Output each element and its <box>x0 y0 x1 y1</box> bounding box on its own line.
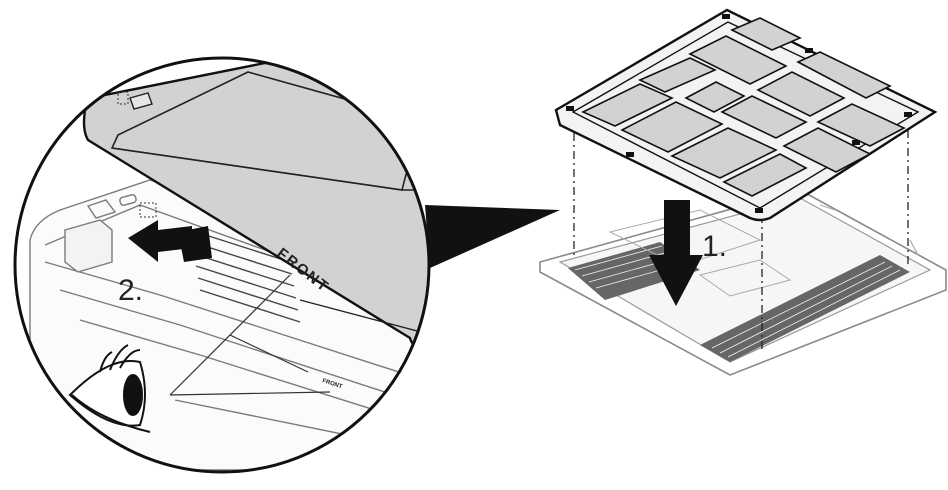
move-down-arrow-icon <box>649 200 703 306</box>
base-grille-right <box>700 255 910 362</box>
detail-base-slats <box>189 229 301 323</box>
assembly-view: 1. <box>539 8 947 376</box>
base-tray <box>539 189 947 376</box>
detail-magnifier: FRONT FRONT 2. <box>13 56 431 474</box>
alignment-guide-lines <box>573 115 909 352</box>
slide-left-arrow-icon <box>128 220 192 262</box>
magnifier-pointer <box>425 205 560 268</box>
eye-icon <box>68 344 151 433</box>
filter-corner-tabs <box>566 14 912 213</box>
filter-panel <box>554 8 938 222</box>
step-1-label: 1. <box>702 230 727 263</box>
filter-cells <box>581 17 906 197</box>
detail-sight-lines <box>169 274 331 396</box>
step-2-label: 2. <box>118 274 143 307</box>
detail-slot-marker <box>139 202 157 218</box>
